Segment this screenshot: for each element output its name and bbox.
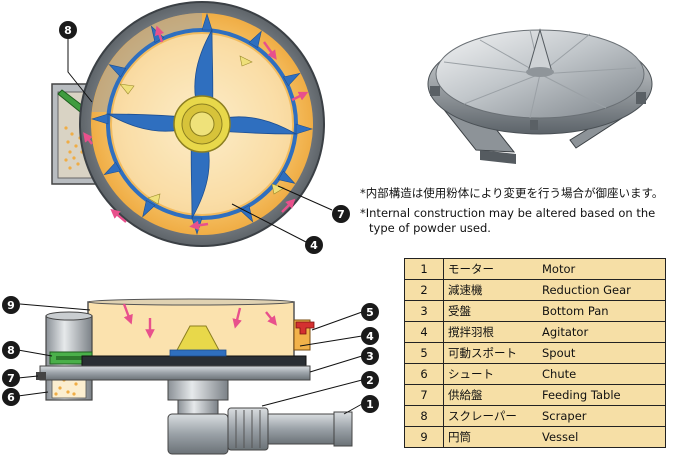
callout-chute: 6 bbox=[2, 388, 20, 406]
gear-base bbox=[167, 379, 229, 415]
callout-spout: 5 bbox=[361, 303, 379, 321]
callout-vessel: 9 bbox=[2, 296, 20, 314]
table-row: 6 シュート Chute bbox=[404, 363, 666, 385]
part-number: 7 bbox=[404, 384, 444, 406]
note-en-line2: type of powder used. bbox=[369, 221, 491, 235]
part-name-jp: 可動スポート bbox=[443, 342, 538, 364]
part-name-jp: スクレーパー bbox=[443, 405, 538, 427]
table-row: 1 モーター Motor bbox=[404, 258, 666, 280]
callout-scraper-side: 8 bbox=[2, 341, 20, 359]
table-row: 8 スクレーパー Scraper bbox=[404, 405, 666, 427]
part-name-en: Chute bbox=[538, 363, 666, 385]
part-number: 4 bbox=[404, 321, 444, 343]
callout-feeding-table-top: 7 bbox=[332, 205, 350, 223]
part-number: 8 bbox=[404, 405, 444, 427]
part-name-jp: 撹拌羽根 bbox=[443, 321, 538, 343]
part-name-jp: シュート bbox=[443, 363, 538, 385]
part-name-en: Spout bbox=[538, 342, 666, 364]
part-number: 6 bbox=[404, 363, 444, 385]
part-name-jp: 受盤 bbox=[443, 300, 538, 322]
part-name-jp: 供給盤 bbox=[443, 384, 538, 406]
part-name-jp: 円筒 bbox=[443, 426, 538, 448]
part-name-jp: モーター bbox=[443, 258, 538, 280]
callout-bottom-pan: 3 bbox=[361, 347, 379, 365]
part-number: 9 bbox=[404, 426, 444, 448]
spout bbox=[293, 319, 315, 351]
table-row: 9 円筒 Vessel bbox=[404, 426, 666, 448]
table-row: 4 撹拌羽根 Agitator bbox=[404, 321, 666, 343]
callout-scraper-top: 8 bbox=[59, 21, 77, 39]
flow-arrows-side bbox=[122, 303, 277, 339]
motor-assembly bbox=[167, 407, 353, 455]
part-name-en: Scraper bbox=[538, 405, 666, 427]
part-number: 3 bbox=[404, 300, 444, 322]
part-number: 5 bbox=[404, 342, 444, 364]
note-en-line1: *Internal construction may be altered ba… bbox=[360, 206, 656, 220]
part-name-en: Agitator bbox=[538, 321, 666, 343]
part-name-en: Vessel bbox=[538, 426, 666, 448]
part-name-en: Reduction Gear bbox=[538, 279, 666, 301]
callout-motor: 1 bbox=[361, 395, 379, 413]
part-number: 2 bbox=[404, 279, 444, 301]
table-row: 5 可動スポート Spout bbox=[404, 342, 666, 364]
table-row: 3 受盤 Bottom Pan bbox=[404, 300, 666, 322]
part-name-en: Bottom Pan bbox=[538, 300, 666, 322]
product-photo bbox=[427, 28, 653, 164]
callout-agitator-top: 4 bbox=[305, 236, 323, 254]
callout-agitator-side: 4 bbox=[361, 327, 379, 345]
note-jp: *内部構造は使用粉体により変更を行う場合が御座います。 bbox=[360, 186, 664, 200]
part-name-en: Motor bbox=[538, 258, 666, 280]
table-row: 7 供給盤 Feeding Table bbox=[404, 384, 666, 406]
callout-reduction-gear: 2 bbox=[361, 371, 379, 389]
part-number: 1 bbox=[404, 258, 444, 280]
part-name-jp: 減速機 bbox=[443, 279, 538, 301]
powder-wedges bbox=[119, 55, 285, 205]
part-name-en: Feeding Table bbox=[538, 384, 666, 406]
flow-arrows-top bbox=[83, 25, 309, 231]
parts-table: 1 モーター Motor 2 減速機 Reduction Gear 3 受盤 B… bbox=[404, 258, 666, 448]
callout-feeding-table-side: 7 bbox=[2, 369, 20, 387]
table-row: 2 減速機 Reduction Gear bbox=[404, 279, 666, 301]
